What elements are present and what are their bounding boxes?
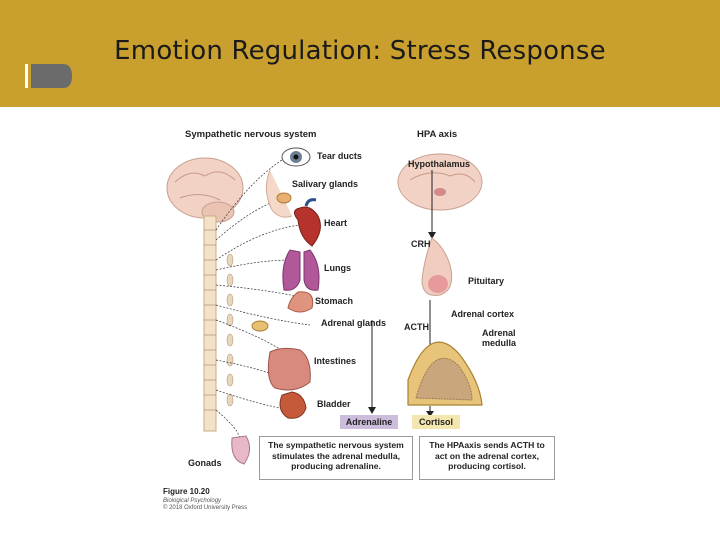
label-heart: Heart [324,218,348,228]
label-adrenal-glands: Adrenal glands [321,318,387,328]
cortisol-box: Cortisol [412,415,460,429]
tab-marker-icon [25,64,72,88]
adrenaline-box: Adrenaline [340,415,398,429]
label-crh: CRH [411,239,431,249]
brain-illustration [166,157,244,223]
pituitary-icon [421,237,453,296]
label-adrenal-cortex: Adrenal cortex [451,309,515,319]
label-pituitary: Pituitary [468,276,505,286]
heart-icon [294,198,321,247]
label-lungs: Lungs [324,263,351,273]
label-stomach: Stomach [315,296,354,306]
sympathetic-heading: Sympathetic nervous system [185,129,317,140]
intestines-icon [267,347,311,391]
adrenal-gland-icon [251,320,269,332]
gonads-icon [231,435,250,465]
stomach-icon [287,291,314,313]
label-tear-ducts: Tear ducts [317,151,362,161]
label-gonads: Gonads [188,458,222,468]
salivary-gland-icon [276,192,292,204]
hpa-caption: The HPAaxis sends ACTH to act on the adr… [419,436,555,480]
hpa-heading: HPA axis [417,129,458,140]
figure-copyright: © 2018 Oxford University Press [163,505,248,511]
label-acth: ACTH [404,322,429,332]
slide-title: Emotion Regulation: Stress Response [114,36,606,66]
label-bladder: Bladder [317,399,351,409]
spinal-cord [203,215,217,432]
sympathetic-caption: The sympathetic nervous system stimulate… [259,436,413,480]
bladder-icon [279,391,307,419]
adrenal-gland-cross-section [407,341,483,406]
lungs-icon [282,249,320,291]
label-salivary-glands: Salivary glands [292,179,359,189]
label-intestines: Intestines [314,356,357,366]
slide-header: Emotion Regulation: Stress Response [0,0,720,107]
label-hypothalamus: Hypothalamus [408,159,471,169]
stress-response-diagram [166,147,483,465]
hpa-brain-illustration [397,153,483,211]
figure-source: Biological Psychology [163,498,222,504]
face-illustration [266,169,293,218]
figure-number: Figure 10.20 [163,487,210,496]
label-adrenal-medulla: Adrenal medulla [482,328,517,348]
eye-icon [281,147,311,167]
